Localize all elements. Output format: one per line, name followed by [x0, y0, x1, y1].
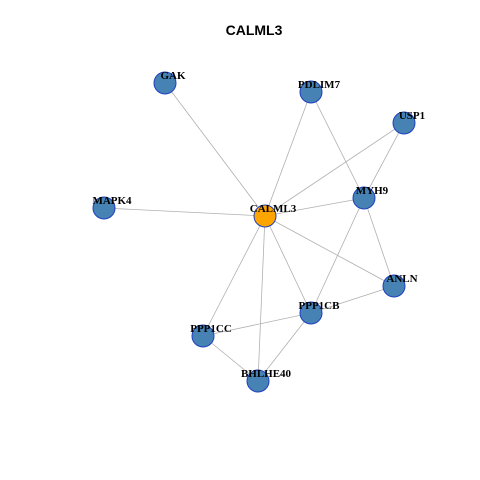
node-label-ppp1cc: PPP1CC	[190, 323, 232, 335]
node-ppp1cb[interactable]	[299, 301, 323, 325]
node-label-usp1: USP1	[399, 110, 425, 122]
edge-usp1-myh9	[363, 122, 405, 199]
edge-calml3-usp1	[264, 122, 405, 217]
node-usp1[interactable]	[392, 111, 416, 135]
node-gak[interactable]	[153, 71, 177, 95]
edge-pdlim7-myh9	[310, 91, 365, 199]
edge-calml3-anln	[264, 215, 395, 287]
node-ppp1cc[interactable]	[191, 324, 215, 348]
node-label-mapk4: MAPK4	[92, 195, 132, 207]
edge-calml3-ppp1cb	[264, 215, 312, 314]
node-label-ppp1cb: PPP1CB	[299, 300, 341, 312]
node-label-pdlim7: PDLIM7	[298, 79, 341, 91]
edge-calml3-gak	[164, 82, 266, 217]
edge-ppp1cb-bhlhe40	[257, 312, 312, 382]
node-label-calml3: CALML3	[250, 203, 297, 215]
graph-title: CALML3	[226, 22, 283, 38]
edge-ppp1cc-bhlhe40	[202, 335, 259, 382]
node-mapk4[interactable]	[92, 196, 116, 220]
nodes-layer	[92, 71, 416, 393]
edge-myh9-anln	[363, 197, 395, 287]
edge-calml3-pdlim7	[264, 91, 312, 217]
edge-calml3-bhlhe40	[257, 215, 266, 382]
edges-layer	[103, 82, 405, 382]
node-label-gak: GAK	[160, 70, 186, 82]
edge-anln-ppp1cb	[310, 285, 395, 314]
node-label-bhlhe40: BHLHE40	[241, 368, 292, 380]
edge-calml3-myh9	[264, 197, 365, 217]
node-anln[interactable]	[382, 274, 406, 298]
node-bhlhe40[interactable]	[246, 369, 270, 393]
node-calml3[interactable]	[253, 204, 277, 228]
node-myh9[interactable]	[352, 186, 376, 210]
node-label-anln: ANLN	[386, 273, 417, 285]
node-pdlim7[interactable]	[299, 80, 323, 104]
node-label-myh9: MYH9	[356, 185, 389, 197]
edge-calml3-ppp1cc	[202, 215, 266, 337]
edge-calml3-mapk4	[103, 207, 266, 217]
edge-myh9-ppp1cb	[310, 197, 365, 314]
edge-ppp1cb-ppp1cc	[202, 312, 312, 337]
